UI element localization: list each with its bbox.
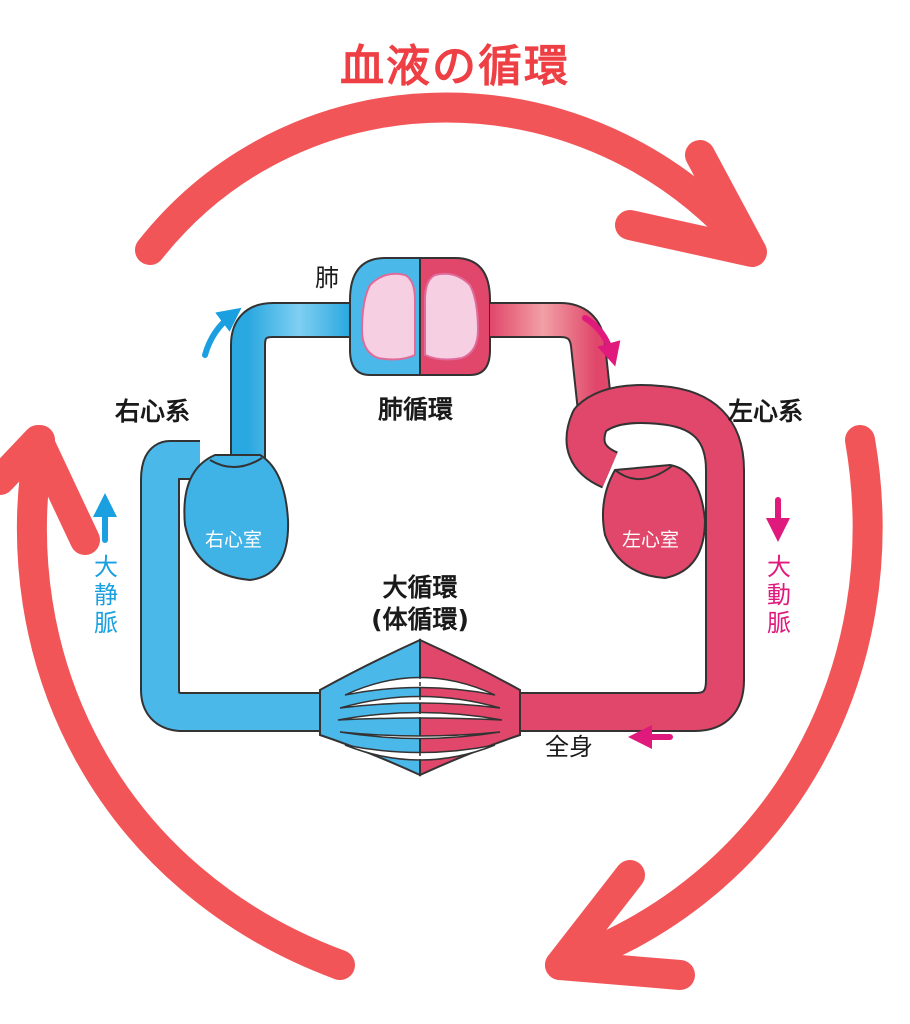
venous-system [140, 302, 350, 732]
whole-body-label: 全身 [545, 733, 593, 761]
curved-arrow-icon [582, 315, 621, 367]
systemic-circulation-alt-label: (体循環) [371, 605, 469, 634]
left-heart-system-label: 左心系 [728, 397, 804, 426]
pulmonary-circulation-label: 肺循環 [378, 395, 454, 424]
outer-arrow-right [545, 425, 883, 980]
outer-arrow-top [135, 92, 765, 265]
capillary-bed [319, 638, 521, 777]
outer-arrow-right-head [545, 860, 695, 990]
diagram-title: 血液の循環 [340, 41, 570, 92]
outer-cycle-arrows [0, 92, 883, 990]
lung-left-shape [360, 272, 416, 361]
outer-arrow-left-head [0, 425, 100, 555]
aorta-text: 大 動 脈 [767, 553, 791, 637]
right-heart-system-label: 右心系 [115, 397, 191, 426]
lung-label: 肺 [315, 264, 339, 292]
aorta-label: 大 動 脈 [765, 553, 793, 637]
right-ventricle-shape [183, 454, 290, 582]
vena-cava-text: 大 静 脈 [94, 553, 118, 637]
arterial-system [490, 302, 745, 732]
left-ventricle-shape [602, 463, 707, 580]
left-ventricle-label: 左心室 [622, 529, 680, 551]
systemic-circulation-label: 大循環 [382, 573, 458, 602]
outer-arrow-top-head [615, 140, 767, 267]
curved-arrow-icon [202, 307, 242, 358]
outer-arrow-left [17, 425, 355, 980]
lung-right-shape [424, 272, 480, 361]
vena-cava-label: 大 静 脈 [92, 553, 120, 637]
right-ventricle-label: 右心室 [205, 529, 263, 551]
flow-arrows [93, 307, 790, 749]
lung-box [349, 257, 491, 376]
